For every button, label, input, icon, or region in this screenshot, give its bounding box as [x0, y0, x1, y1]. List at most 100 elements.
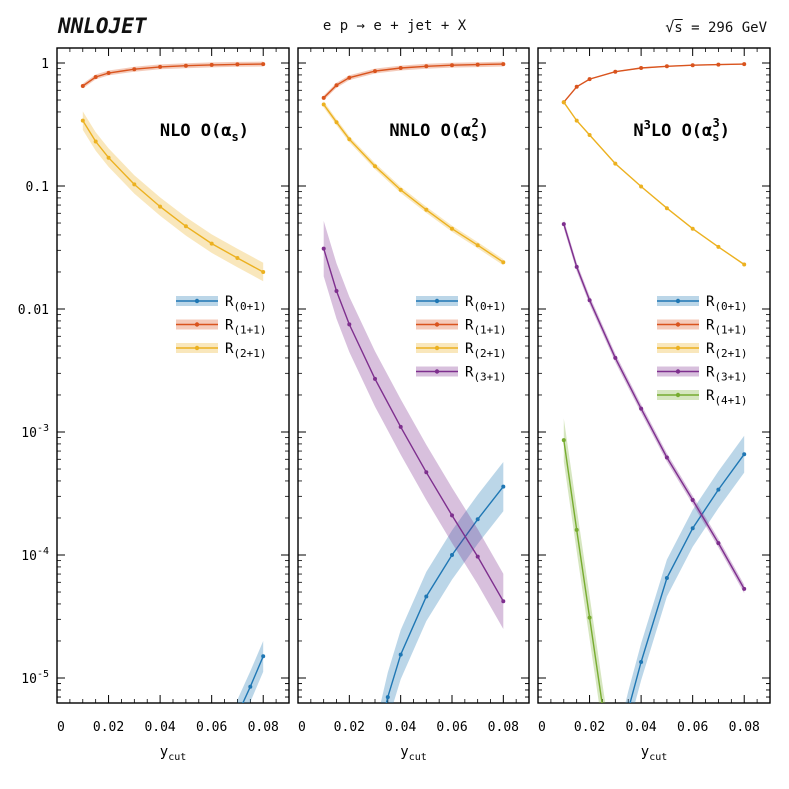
x-axis-label: ycut — [400, 744, 427, 763]
legend-marker — [434, 322, 440, 327]
point-R21 — [80, 118, 85, 123]
x-tick-label: 0.08 — [729, 720, 760, 735]
y-tick-label: 10-5 — [21, 669, 49, 687]
point-R01 — [398, 652, 403, 657]
point-R11 — [475, 62, 480, 67]
legend-label: R(3+1) — [706, 365, 748, 384]
legend-entry: R(2+1) — [657, 341, 748, 360]
y-tick-label: 10-4 — [21, 546, 49, 564]
point-R11 — [80, 84, 85, 88]
point-R21 — [261, 270, 266, 274]
point-R01 — [501, 484, 506, 489]
point-R21 — [235, 256, 240, 260]
legend-label: R(2+1) — [225, 341, 267, 360]
point-R31 — [321, 246, 326, 251]
legend-entry: R(2+1) — [416, 341, 507, 360]
panel-label: NLO O(αs) — [160, 121, 249, 144]
point-R11 — [373, 69, 377, 74]
point-R01 — [613, 762, 617, 766]
point-R21 — [450, 226, 454, 231]
point-R31 — [742, 586, 747, 591]
legend-marker — [675, 392, 681, 398]
legend-entry: R(0+1) — [657, 294, 748, 313]
legend-entry: R(1+1) — [416, 318, 507, 337]
point-R11 — [261, 62, 266, 67]
x-tick-label: 0.02 — [93, 720, 124, 735]
point-R21 — [424, 207, 429, 212]
point-R31 — [373, 376, 377, 381]
point-R11 — [93, 75, 98, 79]
point-R11 — [209, 62, 214, 67]
point-R21 — [209, 241, 214, 246]
point-R01 — [716, 487, 721, 492]
point-R21 — [398, 187, 403, 192]
x-tick-label: 0.08 — [248, 720, 279, 735]
point-R21 — [158, 204, 163, 209]
point-R21 — [664, 206, 669, 211]
x-tick-label: 0.02 — [574, 720, 605, 735]
sqrt-symbol: √s — [665, 18, 683, 36]
band-R11 — [82, 61, 264, 89]
legend-label: R(0+1) — [706, 294, 748, 313]
x-tick-label: 0.04 — [385, 720, 416, 735]
point-R11 — [639, 66, 644, 70]
legend-marker — [434, 345, 440, 351]
panel-label: NNLO O(αs2) — [389, 116, 489, 144]
legend-entry: R(0+1) — [416, 294, 507, 313]
energy-label: √s = 296 GeV — [665, 18, 767, 36]
point-R01 — [626, 708, 630, 712]
legend-marker — [434, 369, 440, 374]
point-R41 — [587, 615, 592, 620]
point-R21 — [183, 224, 188, 229]
point-R31 — [424, 470, 429, 475]
point-R31 — [450, 513, 454, 518]
legend-label: R(1+1) — [706, 318, 748, 337]
band-R31 — [323, 220, 504, 629]
y-tick-label: 1 — [41, 57, 49, 72]
point-R01 — [261, 654, 266, 659]
x-axis-label: ycut — [641, 744, 668, 763]
legend-marker — [194, 322, 200, 327]
legend-label: R(2+1) — [465, 341, 507, 360]
legend-entry: R(2+1) — [176, 341, 267, 360]
point-R31 — [613, 355, 618, 360]
point-R11 — [690, 63, 695, 68]
point-R21 — [716, 244, 721, 249]
legend-label: R(1+1) — [465, 318, 507, 337]
y-tick-label: 0.01 — [18, 303, 49, 318]
x-tick-label: 0.08 — [488, 720, 519, 735]
x-tick-label: 0 — [538, 720, 546, 735]
legend-marker — [194, 298, 200, 304]
point-R11 — [347, 75, 352, 80]
point-R31 — [475, 554, 480, 559]
band-R11 — [563, 63, 745, 103]
point-R31 — [587, 298, 592, 303]
point-R21 — [561, 100, 566, 105]
point-R11 — [132, 67, 137, 72]
point-R11 — [501, 62, 506, 67]
point-R01 — [639, 660, 644, 664]
x-tick-label: 0.06 — [436, 720, 467, 735]
legend-label: R(3+1) — [465, 365, 507, 384]
x-tick-label: 0.04 — [144, 720, 175, 735]
x-tick-label: 0 — [57, 720, 65, 735]
point-R31 — [347, 322, 352, 327]
band-R01 — [237, 641, 264, 703]
line-R41 — [563, 440, 603, 703]
point-R11 — [235, 62, 240, 67]
x-tick-label: 0.02 — [334, 720, 365, 735]
process-label: e p → e + jet + X — [322, 18, 467, 34]
point-R11 — [424, 64, 429, 69]
plot-area — [321, 61, 506, 703]
point-R21 — [587, 133, 592, 137]
point-R21 — [613, 161, 618, 166]
legend-entry: R(0+1) — [176, 294, 267, 313]
plot-area — [561, 62, 747, 766]
point-R31 — [501, 599, 506, 604]
legend-label: R(1+1) — [225, 318, 267, 337]
point-R11 — [574, 84, 579, 89]
point-R21 — [132, 182, 137, 187]
